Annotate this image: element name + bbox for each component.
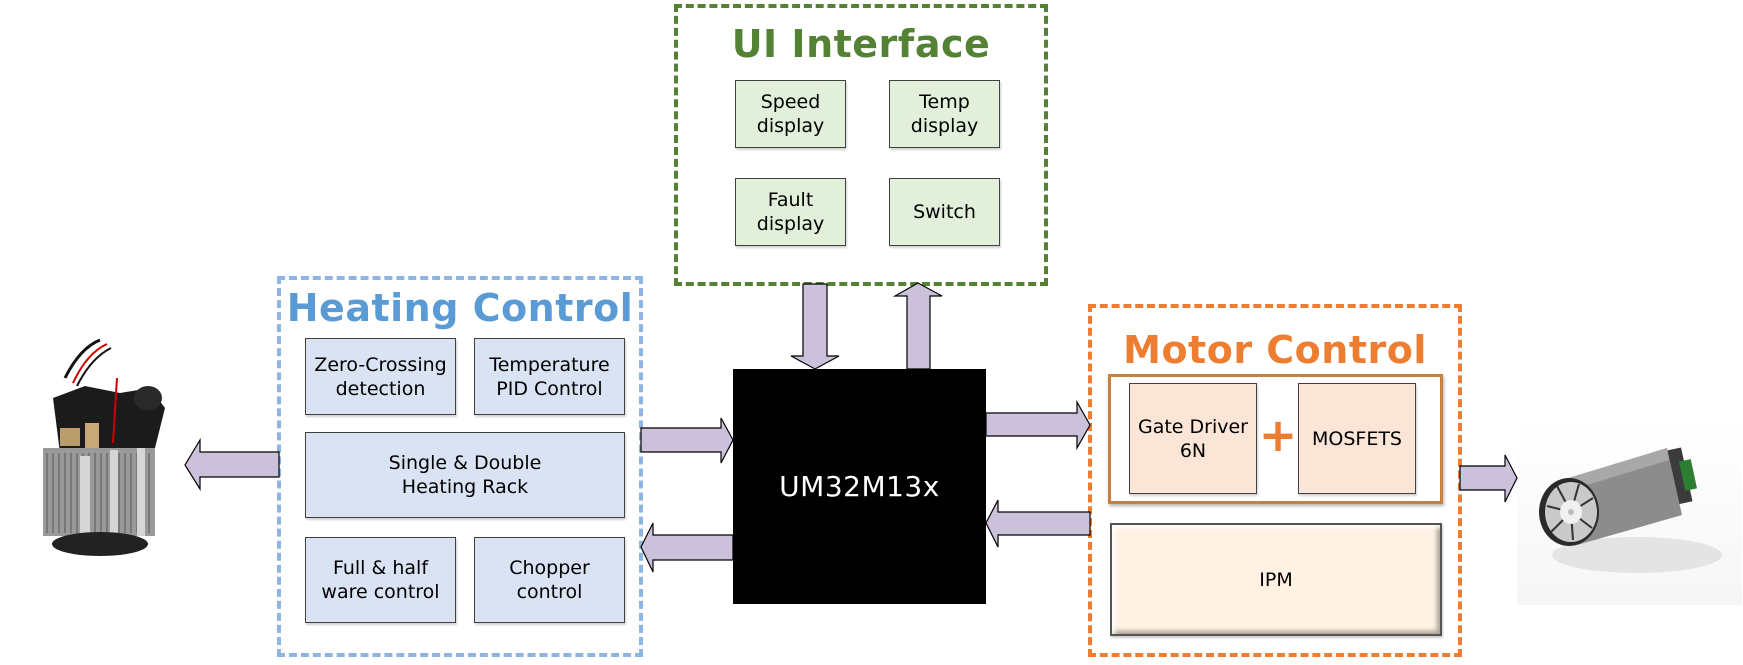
switch-block: Switch bbox=[889, 178, 1000, 246]
plus-sign: + bbox=[1258, 408, 1298, 462]
arrow-mcu-to-ui bbox=[892, 282, 943, 370]
temperature-pid-block: Temperature PID Control bbox=[474, 338, 625, 415]
zero-crossing-block: Zero-Crossing detection bbox=[305, 338, 456, 415]
mosfets-block: MOSFETS bbox=[1298, 383, 1416, 494]
heating-control-group: Heating Control bbox=[277, 276, 643, 657]
temp-display-block: Temp display bbox=[889, 80, 1000, 148]
arrow-heating-to-heater bbox=[184, 437, 280, 492]
heating-rack-block: Single & Double Heating Rack bbox=[305, 432, 625, 518]
full-half-wave-block: Full & half ware control bbox=[305, 537, 456, 623]
arrow-mcu-to-motor bbox=[985, 399, 1091, 451]
ipm-block: IPM bbox=[1110, 523, 1442, 636]
gate-driver-block: Gate Driver 6N bbox=[1129, 383, 1257, 494]
arrow-ui-to-mcu bbox=[790, 283, 840, 370]
fan-motor-image bbox=[1517, 420, 1742, 605]
arrow-mcu-to-heating bbox=[640, 522, 734, 573]
arrow-motor-to-mcu bbox=[985, 499, 1091, 548]
motor-control-title: Motor Control bbox=[1123, 328, 1427, 372]
motor-icon bbox=[1539, 447, 1722, 573]
heater-icon bbox=[43, 338, 165, 556]
chopper-control-block: Chopper control bbox=[474, 537, 625, 623]
mcu-chip: UM32M13x bbox=[733, 369, 986, 604]
arrow-motor-control-to-motor bbox=[1459, 454, 1518, 503]
heating-element-image bbox=[25, 338, 170, 558]
arrow-heating-to-mcu bbox=[640, 417, 734, 464]
ui-interface-group: UI Interface bbox=[674, 4, 1048, 286]
fault-display-block: Fault display bbox=[735, 178, 846, 246]
heating-control-title: Heating Control bbox=[286, 286, 634, 330]
speed-display-block: Speed display bbox=[735, 80, 846, 148]
ui-interface-title: UI Interface bbox=[731, 22, 991, 66]
